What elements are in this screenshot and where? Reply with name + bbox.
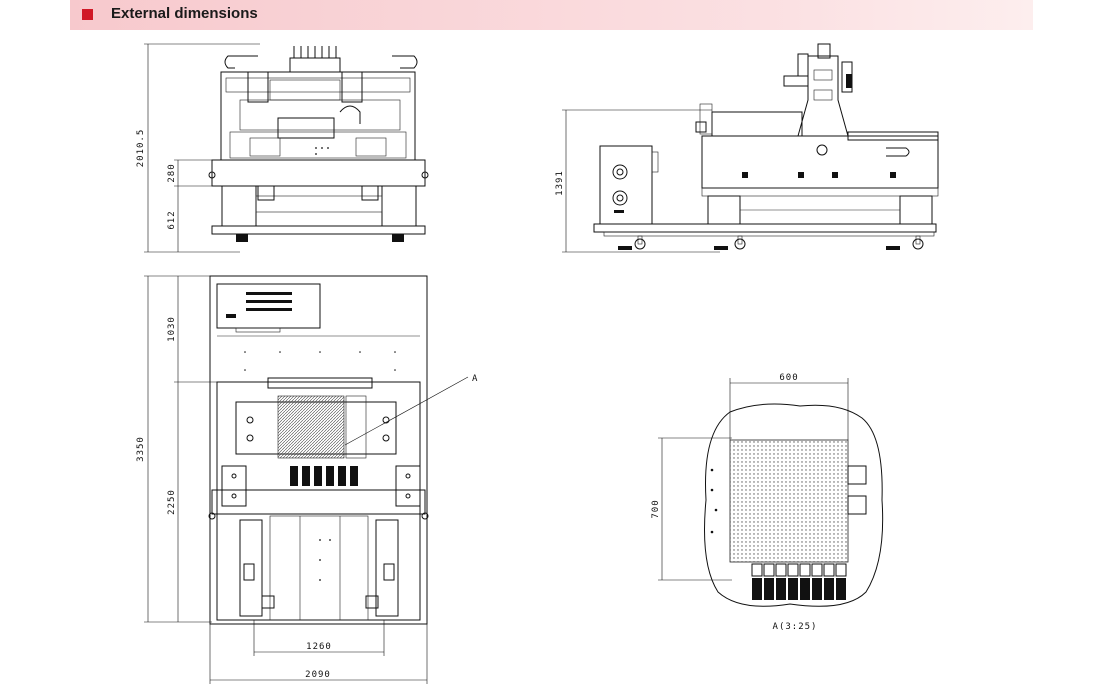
dim-top-depth-total: 3350 [136, 436, 146, 462]
dim-front-height-base: 612 [167, 210, 177, 229]
dim-top-width-total: 2090 [305, 670, 331, 680]
section-title: External dimensions [111, 5, 258, 22]
callout-label-a: A [472, 374, 478, 384]
top-view [144, 275, 469, 684]
nozzle-heads [289, 46, 341, 73]
dim-detail-height: 700 [651, 499, 661, 518]
feeder-row [290, 466, 358, 486]
dim-side-height: 1391 [555, 170, 565, 196]
side-view [562, 43, 939, 253]
dim-top-depth-rear: 2250 [167, 489, 177, 515]
dim-top-depth-front: 1030 [167, 316, 177, 342]
detail-caption: A(3:25) [773, 622, 818, 632]
dim-top-width-inner: 1260 [306, 642, 332, 652]
dim-front-height-mid: 280 [167, 163, 177, 182]
top-dots [244, 351, 396, 371]
front-view [144, 43, 429, 253]
detail-a [658, 378, 884, 607]
dim-front-height-total: 2010.5 [136, 129, 146, 168]
dim-detail-width: 600 [779, 373, 798, 383]
header-square-icon [82, 9, 93, 20]
detail-feeders [751, 563, 847, 600]
section-header: External dimensions [70, 0, 1033, 30]
